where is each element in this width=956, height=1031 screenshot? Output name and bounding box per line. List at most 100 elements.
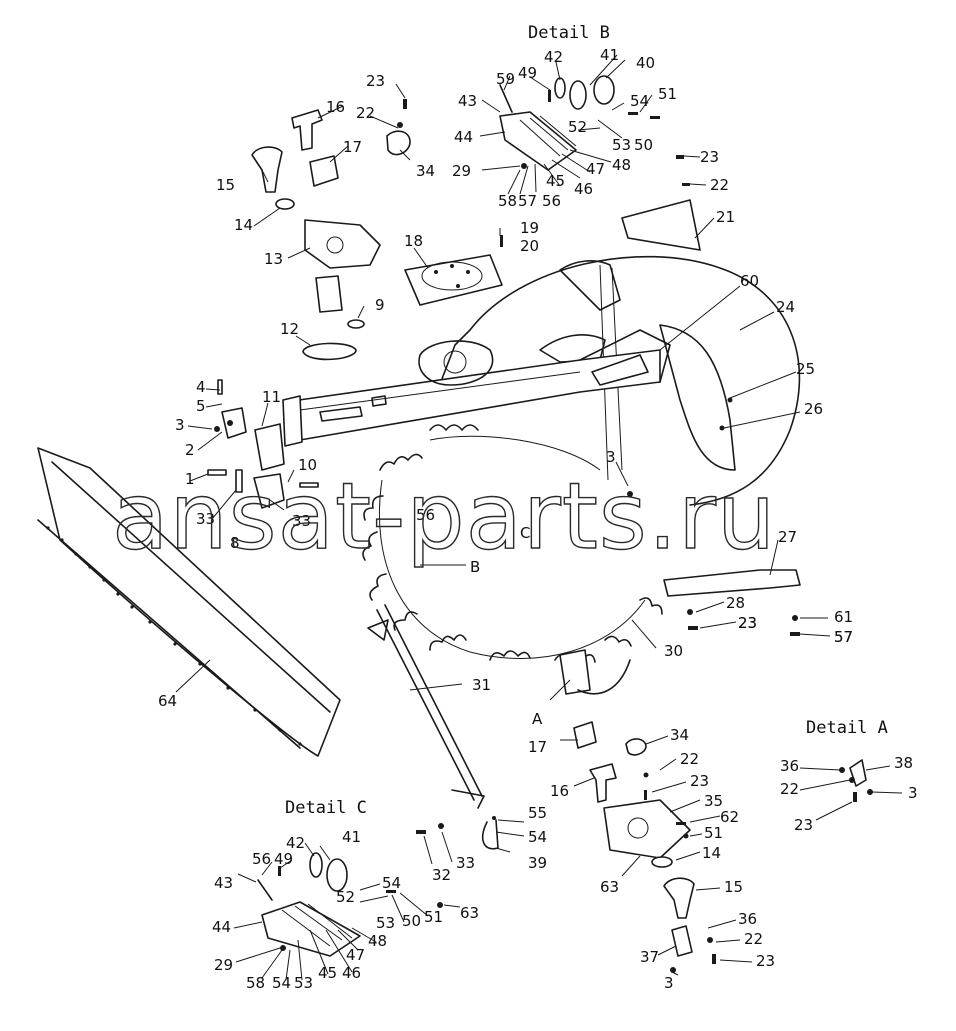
callout-50: 50 <box>402 912 421 930</box>
callout-57: 57 <box>834 628 853 646</box>
main-beam-part <box>282 329 671 447</box>
callout-15: 15 <box>724 878 743 896</box>
callout-33: 33 <box>456 854 475 872</box>
blade-holes <box>46 526 302 746</box>
toothed-ring-part <box>362 424 663 663</box>
callout-24: 24 <box>776 298 795 316</box>
callout-54: 54 <box>272 974 291 992</box>
callout-43: 43 <box>458 92 477 110</box>
callout-5: 5 <box>196 397 206 415</box>
callout-49: 49 <box>518 64 537 82</box>
callout-44: 44 <box>212 918 231 936</box>
callout-51: 51 <box>658 85 677 103</box>
detail-b-title: Detail B <box>528 23 610 43</box>
callout-56: 56 <box>252 850 271 868</box>
callout-49: 49 <box>274 850 293 868</box>
callout-33: 33 <box>196 510 215 528</box>
left-hitch-parts <box>207 379 319 509</box>
callout-20: 20 <box>520 237 539 255</box>
callout-29: 29 <box>452 162 471 180</box>
callout-54: 54 <box>382 874 401 892</box>
callout-53: 53 <box>376 914 395 932</box>
callout-23: 23 <box>794 816 813 834</box>
callout-3: 3 <box>606 448 616 466</box>
callout-13: 13 <box>264 250 283 268</box>
callout-27: 27 <box>778 528 797 546</box>
callout-60: 60 <box>740 272 759 290</box>
callout-22: 22 <box>680 750 699 768</box>
callout-36: 36 <box>738 910 757 928</box>
callout-45: 45 <box>546 172 565 190</box>
callout-52: 52 <box>568 118 587 136</box>
view-mark-a: A <box>532 710 543 728</box>
callout-54: 54 <box>630 92 649 110</box>
detail-a-callouts: 36 38 22 3 23 <box>780 754 918 834</box>
callout-51: 51 <box>424 908 443 926</box>
callout-15: 15 <box>216 176 235 194</box>
long-rod-part <box>367 604 485 809</box>
detail-c-title: Detail C <box>285 798 367 818</box>
detail-b-parts <box>499 75 690 186</box>
upper-kingpin-parts <box>251 99 411 361</box>
detail-c-callouts: 29 41 42 43 44 45 46 47 48 49 50 51 52 5… <box>212 804 547 992</box>
callout-61: 61 <box>834 608 853 626</box>
detail-a-title: Detail A <box>806 718 888 738</box>
callout-58: 58 <box>246 974 265 992</box>
callout-42: 42 <box>544 48 563 66</box>
bracket-strip-part <box>663 569 801 597</box>
callout-25: 25 <box>796 360 815 378</box>
detail-c-parts <box>257 852 396 957</box>
callout-39: 39 <box>528 854 547 872</box>
callout-19: 19 <box>520 219 539 237</box>
callout-33: 33 <box>292 512 311 530</box>
callout-56: 56 <box>416 506 435 524</box>
callout-26: 26 <box>804 400 823 418</box>
callout-2: 2 <box>185 441 195 459</box>
callout-40: 40 <box>636 54 655 72</box>
callout-37: 37 <box>640 948 659 966</box>
callout-23: 23 <box>738 614 757 632</box>
callout-57: 57 <box>834 628 853 646</box>
callout-42: 42 <box>286 834 305 852</box>
callout-14: 14 <box>702 844 721 862</box>
callout-64: 64 <box>158 692 177 710</box>
callout-47: 47 <box>346 946 365 964</box>
blade-part <box>37 447 341 757</box>
lower-right-callouts: 16 17 34 22 23 35 62 51 14 15 63 36 22 2… <box>528 614 853 992</box>
callout-35: 35 <box>704 792 723 810</box>
callout-62: 62 <box>720 808 739 826</box>
callout-9: 9 <box>375 296 385 314</box>
callout-10: 10 <box>298 456 317 474</box>
callout-50: 50 <box>634 136 653 154</box>
callout-16: 16 <box>326 98 345 116</box>
callout-23: 23 <box>700 148 719 166</box>
watermark-text: ansat-parts.ru <box>112 463 776 570</box>
callout-57: 57 <box>518 192 537 210</box>
callout-51: 51 <box>704 824 723 842</box>
callout-43: 43 <box>214 874 233 892</box>
callout-34: 34 <box>670 726 689 744</box>
callout-1: 1 <box>185 470 195 488</box>
callout-55: 55 <box>528 804 547 822</box>
callout-46: 46 <box>574 180 593 198</box>
callout-41: 41 <box>342 828 361 846</box>
view-mark-c: C <box>520 524 530 542</box>
callout-11: 11 <box>262 388 281 406</box>
callout-36: 36 <box>780 757 799 775</box>
callout-12: 12 <box>280 320 299 338</box>
callout-44: 44 <box>454 128 473 146</box>
callout-52: 52 <box>336 888 355 906</box>
callout-59: 59 <box>496 70 515 88</box>
hub-bracket-part <box>304 219 381 313</box>
detail-b-callouts: 40 41 42 43 44 45 46 47 48 49 50 51 52 5… <box>452 46 677 210</box>
mounting-plate-part <box>621 199 701 251</box>
callout-22: 22 <box>356 104 375 122</box>
callout-8: 8 <box>230 534 240 552</box>
main-callouts: 1 2 3 4 5 3 8 9 10 11 12 13 14 15 16 17 … <box>158 72 853 710</box>
callout-3: 3 <box>664 974 674 992</box>
callout-53: 53 <box>612 136 631 154</box>
callout-22: 22 <box>780 780 799 798</box>
callout-23: 23 <box>366 72 385 90</box>
view-mark-b: B <box>470 558 480 576</box>
